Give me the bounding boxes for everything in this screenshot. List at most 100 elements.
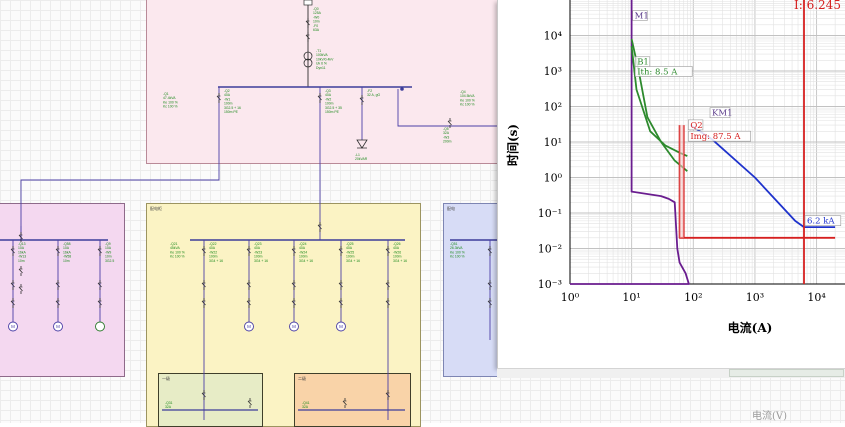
breaker-contact bbox=[97, 300, 102, 306]
annotation-box bbox=[688, 130, 751, 142]
annotation-text: 10m bbox=[63, 259, 70, 263]
annotation-text: -Q21 bbox=[170, 242, 178, 246]
annotation-text: 40A bbox=[393, 246, 400, 250]
x-tick-label: 10⁴ bbox=[807, 291, 826, 304]
annotation-text: -Q23 bbox=[254, 242, 262, 246]
annotation-text: -Q4 bbox=[460, 90, 466, 94]
panel-sub-distribution-1[interactable]: 一级 bbox=[158, 373, 263, 427]
annotation-text: Kc 100 % bbox=[450, 255, 465, 259]
breaker-contact bbox=[385, 300, 390, 306]
annotation-text: -W3 bbox=[443, 135, 449, 139]
y-tick-label: 10¹ bbox=[544, 136, 562, 149]
annotation-label: 6.2 kA bbox=[807, 217, 835, 227]
breaker-contact bbox=[246, 300, 251, 306]
q2-band bbox=[679, 125, 684, 238]
annotation-text: 40A bbox=[346, 246, 353, 250]
annotation-text: -W22 bbox=[209, 250, 217, 254]
panel-sub-distribution-2[interactable]: 二级 bbox=[294, 373, 411, 427]
annotation-text: -W0 bbox=[313, 15, 319, 19]
annotation-text: 125A bbox=[313, 11, 322, 15]
annotation-text: 100m bbox=[224, 102, 233, 106]
breaker-contact bbox=[55, 282, 60, 288]
breaker-contact bbox=[317, 95, 322, 101]
x-axis-label: 电流(A) bbox=[728, 320, 773, 335]
y-axis-label: 时间(s) bbox=[505, 124, 520, 166]
annotation-text: -Q58 bbox=[63, 242, 71, 246]
annotation-text: Ke 100 % bbox=[163, 100, 178, 104]
annotation-text: -Q2 bbox=[224, 89, 230, 93]
annotation-text: -Q51 bbox=[450, 242, 458, 246]
annotation-text: 63A bbox=[313, 28, 320, 32]
motor-label: M bbox=[56, 324, 60, 329]
incoming-box bbox=[303, 0, 313, 6]
status-strip bbox=[497, 368, 845, 378]
panel-main-distribution[interactable] bbox=[146, 0, 501, 164]
annotation-text: -Q25 bbox=[346, 242, 354, 246]
motor-symbol bbox=[244, 321, 254, 332]
motor-label: M bbox=[339, 324, 343, 329]
panel-right-distribution[interactable]: 配电 bbox=[443, 203, 505, 377]
breaker-contact bbox=[18, 286, 23, 292]
breaker-contact bbox=[359, 97, 364, 103]
annotation-text: 3G2.5 + 16 bbox=[224, 106, 241, 110]
annotation-text: -W58 bbox=[63, 255, 71, 259]
breaker-contact bbox=[385, 248, 390, 254]
y-tick-label: 10⁴ bbox=[544, 30, 563, 43]
panel-label: 配电 bbox=[447, 206, 455, 211]
annotation-text: -Q13 bbox=[18, 242, 26, 246]
motor-symbol bbox=[289, 321, 299, 332]
annotation-text: -Q0 bbox=[313, 7, 319, 11]
link-left-panel bbox=[20, 130, 220, 240]
annotation-box bbox=[632, 10, 648, 21]
breaker-contact bbox=[342, 400, 347, 406]
motor-symbol bbox=[53, 321, 63, 332]
breaker-contact bbox=[338, 300, 343, 306]
annotation-text: 3G4 + 16 bbox=[254, 259, 268, 263]
breaker-contact bbox=[447, 120, 452, 126]
annotation-text: -Q1 bbox=[163, 92, 169, 96]
annotation-text: 100kVA bbox=[316, 53, 328, 57]
annotation-text: 3G4 + 16 bbox=[209, 259, 223, 263]
breaker-contact bbox=[247, 400, 252, 406]
transformer-coil bbox=[303, 51, 313, 61]
x-tick-label: 10¹ bbox=[622, 291, 640, 304]
annotation-text: 32A bbox=[302, 405, 309, 409]
annotation-text: 40A bbox=[325, 93, 332, 97]
annotation-text: 26.3kVA bbox=[450, 246, 463, 250]
y-tick-label: 10⁰ bbox=[544, 172, 563, 185]
breaker-contact bbox=[385, 282, 390, 288]
annotation-text: -F2 bbox=[367, 89, 372, 93]
annotation-label: M1 bbox=[635, 12, 649, 22]
breaker-contact bbox=[246, 248, 251, 254]
annotation-text: Ke 100 % bbox=[450, 250, 465, 254]
annotation-label: Ith: 8.5 A bbox=[637, 67, 678, 77]
status-strip-tab[interactable] bbox=[729, 369, 844, 377]
annotation-text: 10kV/0.4kV bbox=[316, 57, 334, 61]
breaker-contact bbox=[487, 282, 492, 288]
breaker-contact bbox=[201, 282, 206, 288]
breaker-contact bbox=[10, 300, 15, 306]
breaker-contact bbox=[291, 248, 296, 254]
breaker-contact bbox=[338, 282, 343, 288]
annotation-text: 10m bbox=[313, 20, 320, 24]
annotation-text: 40A bbox=[224, 93, 231, 97]
annotation-text: 100m bbox=[209, 255, 218, 259]
annotation-text: 10m bbox=[105, 255, 112, 259]
annotation-label: B1 bbox=[637, 58, 649, 68]
panel-label: 一级 bbox=[162, 376, 170, 381]
motor-label: M bbox=[11, 324, 15, 329]
annotation-box bbox=[634, 66, 693, 77]
breaker-contact bbox=[338, 248, 343, 254]
annotation-text: -W9 bbox=[105, 250, 111, 254]
annotation-text: 16kA bbox=[18, 250, 26, 254]
breaker-contact bbox=[291, 300, 296, 306]
breaker-contact bbox=[305, 20, 310, 26]
annotation-text: Kc 100 % bbox=[170, 255, 185, 259]
annotation-box bbox=[688, 119, 704, 131]
annotation-text: 10A bbox=[18, 246, 25, 250]
annotation-text: 32 A, gG bbox=[367, 93, 381, 97]
annotation-text: -Q3 bbox=[325, 89, 331, 93]
annotation-text: 40A bbox=[299, 246, 306, 250]
